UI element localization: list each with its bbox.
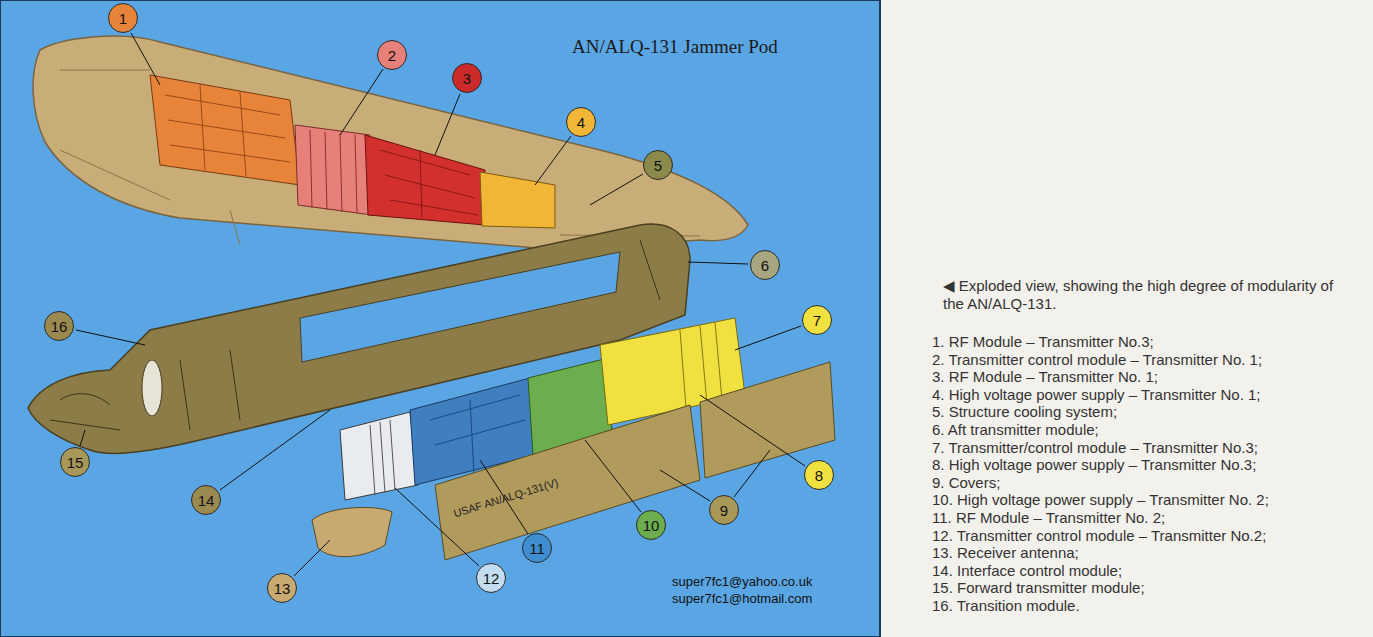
callout-number: 10 (643, 518, 660, 533)
legend-list-item: 1. RF Module – Transmitter No.3; (932, 333, 1154, 350)
legend-list-item: 15. Forward transmitter module; (932, 579, 1145, 596)
callout-number: 8 (815, 468, 823, 483)
legend-list-item: 12. Transmitter control module – Transmi… (932, 527, 1266, 544)
callout-number: 5 (654, 158, 662, 173)
callout-circle: 2 (377, 40, 407, 70)
email-watermark: super7fc1@hotmail.com (672, 592, 812, 607)
callout-number: 13 (274, 581, 291, 596)
callout-circle: 12 (476, 563, 506, 593)
legend-list-item: 2. Transmitter control module – Transmit… (932, 351, 1262, 368)
callout-circle: 4 (566, 107, 596, 137)
callout-circle: 11 (522, 533, 552, 563)
callout-circle: 7 (802, 305, 832, 335)
callout-circle: 15 (60, 447, 90, 477)
callout-number: 4 (577, 115, 585, 130)
callout-number: 7 (813, 313, 821, 328)
legend-list-item: 11. RF Module – Transmitter No. 2; (932, 509, 1165, 526)
callout-number: 9 (720, 503, 728, 518)
legend-list-item: 14. Interface control module; (932, 562, 1122, 579)
legend-list-item: 10. High voltage power supply – Transmit… (932, 491, 1269, 508)
callout-number: 1 (119, 11, 127, 26)
callout-circle: 1 (108, 3, 138, 33)
callout-number: 14 (198, 493, 215, 508)
legend-list-item: 5. Structure cooling system; (932, 403, 1117, 420)
callout-circle: 6 (750, 250, 780, 280)
legend-list-item: 4. High voltage power supply – Transmitt… (932, 386, 1261, 403)
legend-list-item: 16. Transition module. (932, 597, 1080, 614)
legend-list-item: 8. High voltage power supply – Transmitt… (932, 456, 1256, 473)
callout-circle: 3 (452, 63, 482, 93)
callout-number: 11 (529, 541, 545, 556)
callout-circle: 14 (191, 485, 221, 515)
callout-number: 15 (67, 455, 84, 470)
callout-number: 16 (51, 319, 68, 334)
callout-number: 2 (388, 48, 396, 63)
callout-number: 3 (463, 71, 471, 86)
callout-circle: 5 (643, 150, 673, 180)
legend-list-item: 9. Covers; (932, 474, 1000, 491)
title: AN/ALQ-131 Jammer Pod (572, 36, 778, 58)
legend-list-item: 7. Transmitter/control module – Transmit… (932, 439, 1258, 456)
legend-list-item: 6. Aft transmitter module; (932, 421, 1099, 438)
email-watermark: super7fc1@yahoo.co.uk (672, 575, 812, 590)
caption: ◀ Exploded view, showing the high degree… (943, 277, 1358, 313)
callout-number: 12 (483, 571, 500, 586)
callout-circle: 16 (44, 311, 74, 341)
callout-circle: 8 (804, 460, 834, 490)
callout-circle: 10 (636, 510, 666, 540)
callout-number: 6 (761, 258, 769, 273)
callout-circle: 9 (709, 495, 739, 525)
legend-list-item: 3. RF Module – Transmitter No. 1; (932, 368, 1158, 385)
legend-list-item: 13. Receiver antenna; (932, 544, 1079, 561)
callout-circle: 13 (267, 573, 297, 603)
